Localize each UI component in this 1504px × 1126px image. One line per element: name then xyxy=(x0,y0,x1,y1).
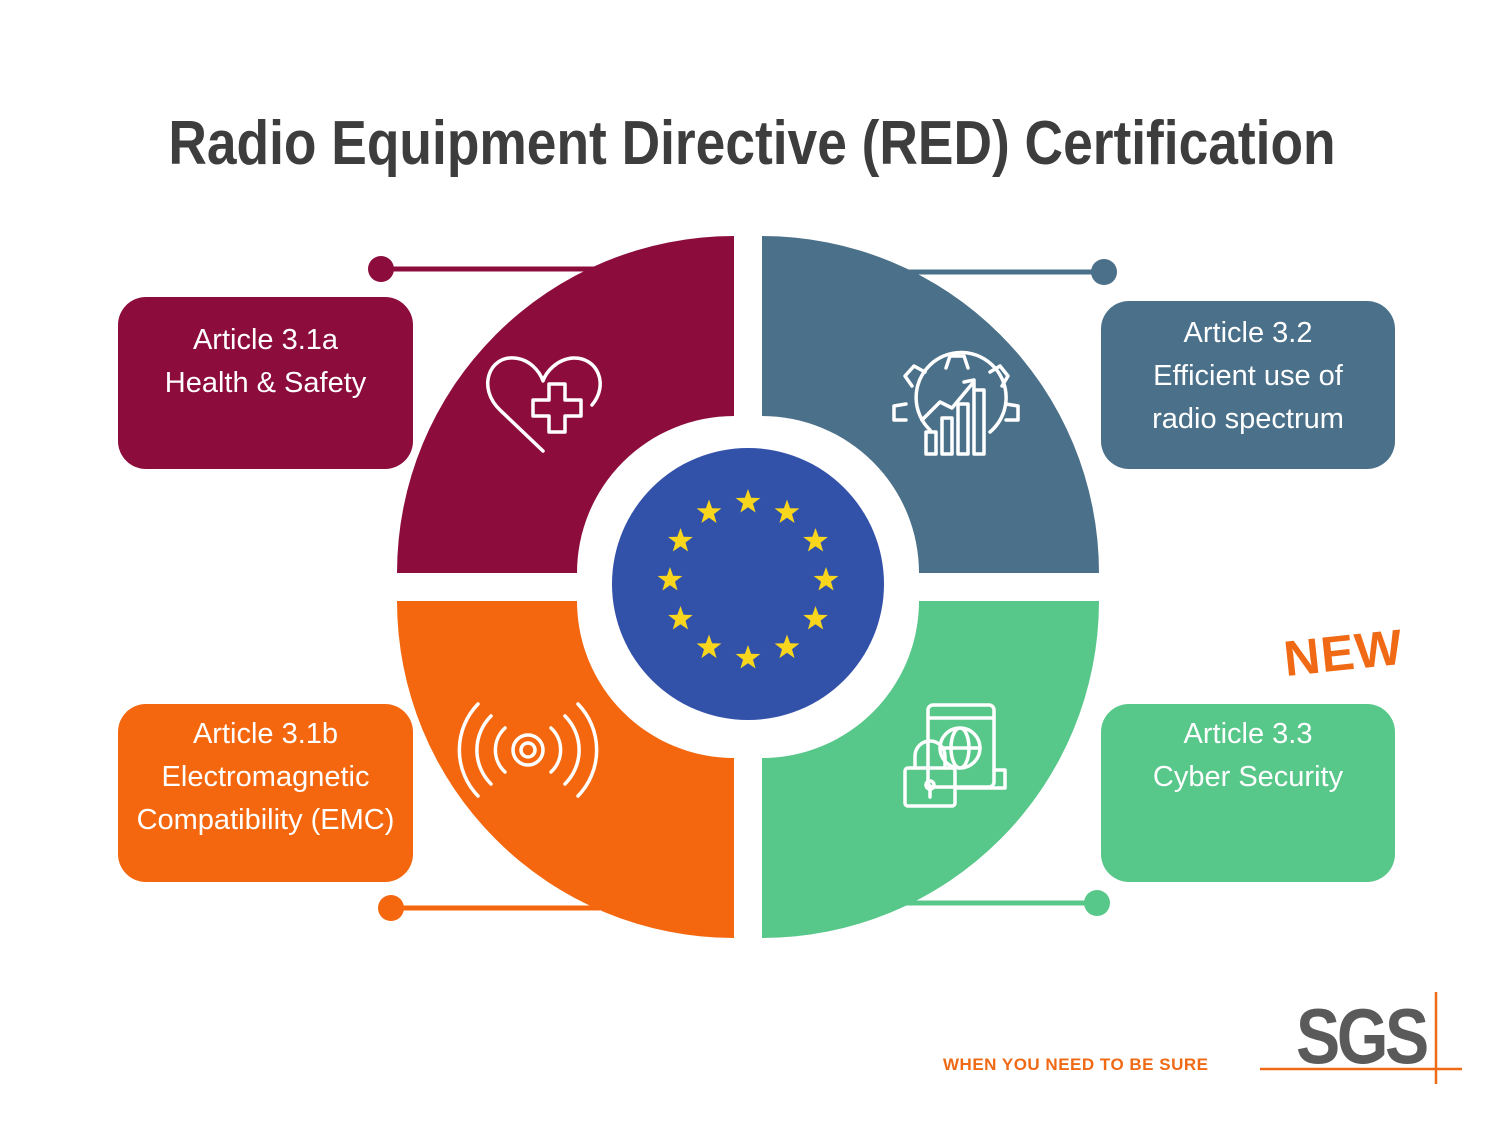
eu-star-icon xyxy=(668,606,693,630)
eu-star-icon xyxy=(696,499,722,523)
sgs-logo: SGS xyxy=(1296,992,1429,1080)
card-line: Article 3.1a xyxy=(192,324,339,356)
quadrant-spectrum xyxy=(762,236,1099,573)
card-article-3-2: Article 3.2 Efficient use of radio spect… xyxy=(1101,301,1395,469)
eu-star-icon xyxy=(774,499,800,523)
cyber-lock-globe-icon xyxy=(903,703,1007,808)
logo-crosshair xyxy=(1260,992,1462,1084)
heart-cross-icon xyxy=(486,356,602,453)
card-line: Health & Safety xyxy=(164,367,367,399)
eu-star-icon xyxy=(803,606,828,630)
connector-cyber xyxy=(905,890,1110,916)
quadrant-health xyxy=(397,236,734,573)
card-article-3-1a: Article 3.1a Health & Safety xyxy=(118,297,413,469)
card-line: Cyber Security xyxy=(1152,761,1344,793)
card-line: Article 3.3 xyxy=(1183,718,1313,750)
eu-star-icon xyxy=(735,645,761,669)
eu-star-icon xyxy=(735,489,761,513)
card-line: Article 3.1b xyxy=(192,718,339,750)
card-line: Efficient use of xyxy=(1153,360,1343,392)
card-line: radio spectrum xyxy=(1152,403,1344,435)
connector-emc xyxy=(378,895,600,921)
connector-health xyxy=(368,256,600,282)
connector-spectrum xyxy=(905,259,1117,285)
eu-star-icon xyxy=(774,634,800,659)
card-article-3-3: Article 3.3 Cyber Security xyxy=(1101,704,1395,882)
card-line: Electromagnetic xyxy=(161,761,370,793)
eu-star-icon xyxy=(803,528,828,552)
tagline: WHEN YOU NEED TO BE SURE xyxy=(943,1055,1209,1074)
quadrant-emc xyxy=(397,601,734,938)
page-title: Radio Equipment Directive (RED) Certific… xyxy=(168,109,1336,178)
card-line: Compatibility (EMC) xyxy=(136,804,395,836)
eu-star-icon xyxy=(668,528,693,552)
card-article-3-1b: Article 3.1b Electromagnetic Compatibili… xyxy=(118,704,413,882)
gear-chart-icon xyxy=(892,350,1020,456)
eu-star-icon xyxy=(813,567,839,591)
eu-star-icon xyxy=(657,567,683,591)
eu-star-icon xyxy=(696,634,722,659)
wireless-signal-icon xyxy=(457,702,599,798)
eu-flag-icon xyxy=(612,448,884,720)
card-line: Article 3.2 xyxy=(1183,317,1313,349)
